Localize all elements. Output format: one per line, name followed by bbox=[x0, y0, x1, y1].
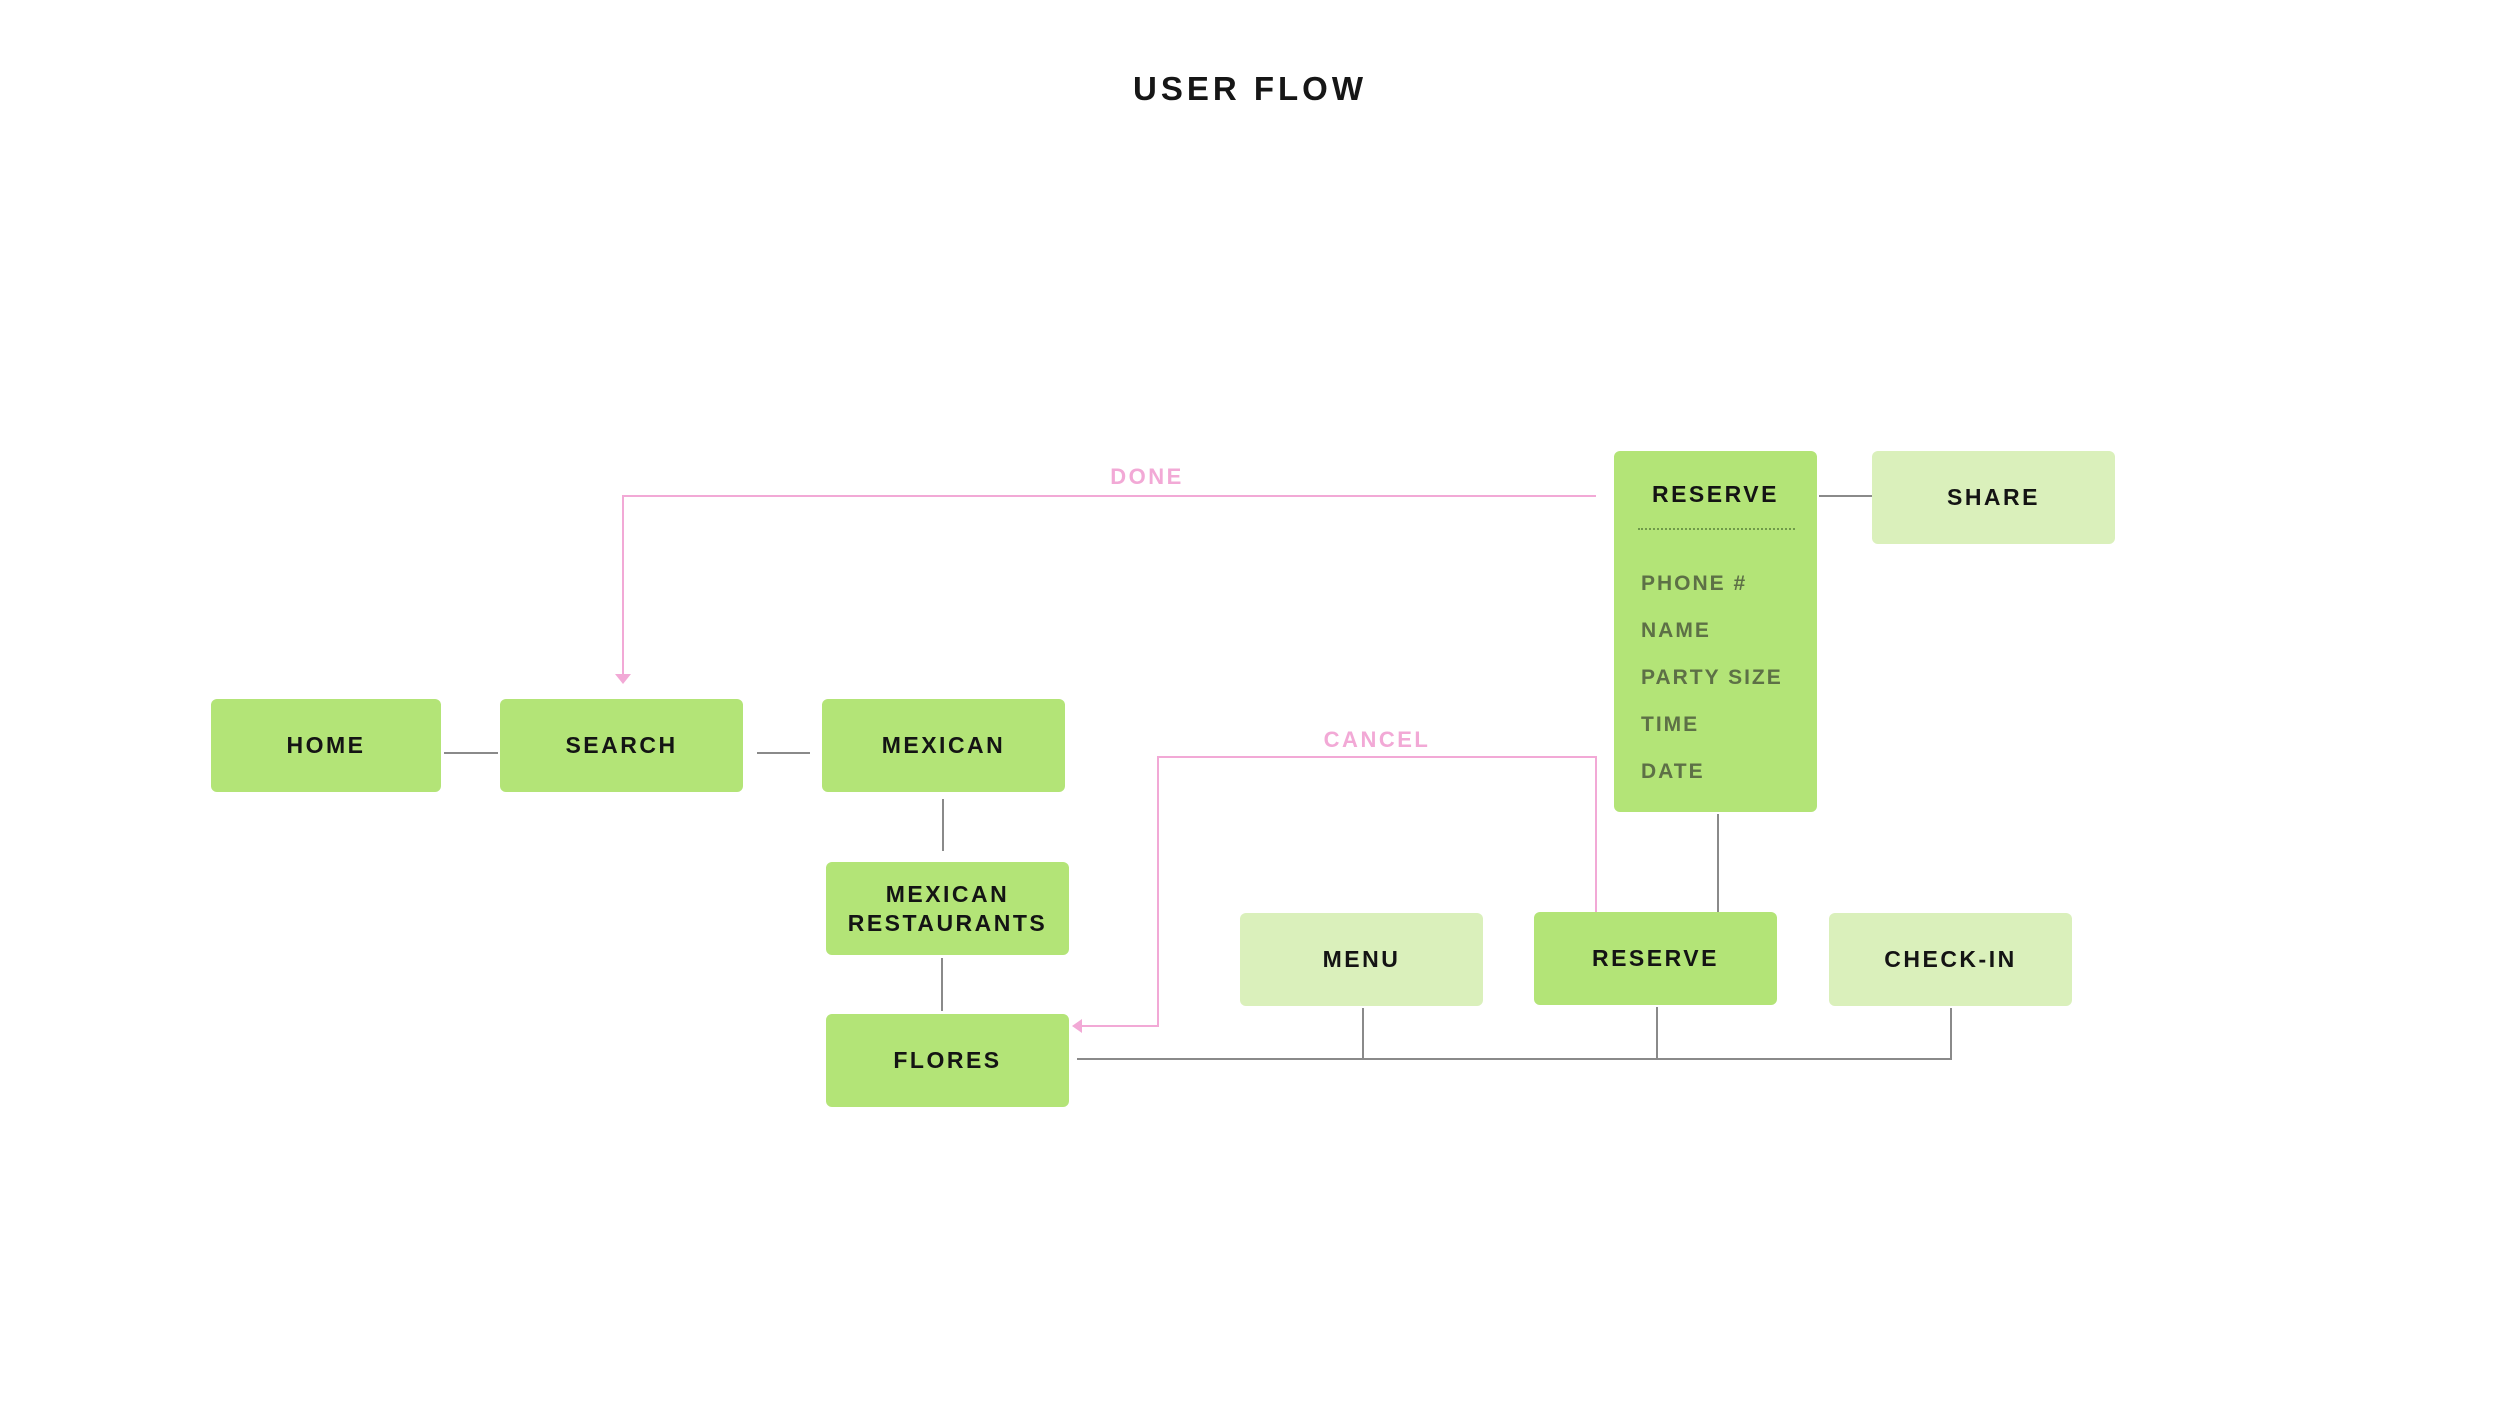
node-reserve[interactable]: RESERVE bbox=[1534, 912, 1777, 1005]
field-name: NAME bbox=[1641, 619, 1711, 642]
page-title: USER FLOW bbox=[1133, 70, 1367, 107]
node-home[interactable]: HOME bbox=[211, 699, 441, 792]
field-phone: PHONE # bbox=[1641, 572, 1748, 595]
done-path bbox=[622, 495, 1596, 676]
cancel-arrowhead bbox=[1072, 1019, 1082, 1033]
node-share[interactable]: SHARE bbox=[1872, 451, 2115, 544]
reserve-form-divider bbox=[1638, 528, 1795, 530]
reserve-form-title: RESERVE bbox=[1651, 481, 1779, 507]
node-mexican[interactable]: MEXICAN bbox=[822, 699, 1065, 792]
cancel-label: CANCEL bbox=[1323, 727, 1431, 752]
node-search-label: SEARCH bbox=[565, 732, 678, 758]
node-check-in-label: CHECK-IN bbox=[1884, 946, 2017, 972]
reserve-form-panel[interactable]: RESERVE PHONE # NAME PARTY SIZE TIME DAT… bbox=[1614, 451, 1817, 812]
cancel-path bbox=[1080, 756, 1597, 1027]
connector-flores-options bbox=[1077, 1008, 1952, 1060]
done-label: DONE bbox=[1110, 464, 1184, 489]
done-arrowhead bbox=[615, 674, 631, 684]
field-date: DATE bbox=[1641, 760, 1705, 783]
node-share-label: SHARE bbox=[1946, 484, 2040, 510]
reserve-form-fields: PHONE # NAME PARTY SIZE TIME DATE bbox=[1641, 572, 1783, 807]
node-mexican-label: MEXICAN bbox=[881, 732, 1006, 758]
node-menu[interactable]: MENU bbox=[1240, 913, 1483, 1006]
node-mexican-restaurants-label-line2: RESTAURANTS bbox=[847, 909, 1048, 936]
field-time: TIME bbox=[1641, 713, 1700, 736]
field-party-size: PARTY SIZE bbox=[1641, 666, 1783, 689]
node-mexican-restaurants[interactable]: MEXICAN RESTAURANTS bbox=[826, 862, 1069, 955]
node-flores-label: FLORES bbox=[893, 1047, 1002, 1073]
node-home-label: HOME bbox=[286, 732, 366, 758]
node-menu-label: MENU bbox=[1322, 946, 1401, 972]
node-search[interactable]: SEARCH bbox=[500, 699, 743, 792]
node-mexican-restaurants-label-line1: MEXICAN bbox=[885, 880, 1010, 907]
node-flores[interactable]: FLORES bbox=[826, 1014, 1069, 1107]
node-check-in[interactable]: CHECK-IN bbox=[1829, 913, 2072, 1006]
node-reserve-label: RESERVE bbox=[1591, 945, 1719, 971]
